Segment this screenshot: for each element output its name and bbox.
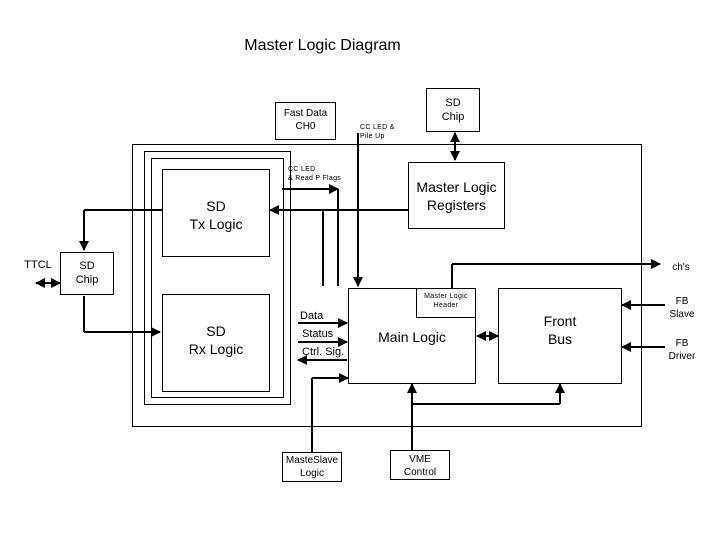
- sd-chip-top-label: SD Chip: [441, 97, 465, 123]
- sd-chip-left-label: SD Chip: [75, 260, 99, 286]
- fb-slave-label: FB Slave: [669, 296, 695, 320]
- master-logic-registers-label: Master Logic Registers: [416, 179, 497, 213]
- front-bus-label: Front Bus: [543, 313, 577, 347]
- fast-data-ch0-box: Fast Data CH0: [275, 102, 336, 140]
- master-logic-header-box: Master Logic Header: [416, 288, 476, 318]
- cc-led-pileup-label: CC LED & Pile Up: [360, 124, 395, 140]
- maste-slave-logic-box: MasteSlave Logic: [282, 452, 342, 482]
- vme-control-label: VME Control: [403, 454, 437, 478]
- chs-label: ch's: [672, 262, 690, 273]
- data-label: Data: [300, 310, 324, 322]
- sd-tx-logic-label: SD Tx Logic: [189, 198, 243, 232]
- ctrl-sig-label: Ctrl. Sig.: [302, 346, 345, 358]
- cc-led-flags-label: CC LED & Read P Flags: [288, 166, 342, 182]
- front-bus-box: Front Bus: [498, 288, 622, 384]
- maste-slave-logic-label: MasteSlave Logic: [285, 455, 339, 479]
- sd-rx-logic-label: SD Rx Logic: [188, 323, 244, 357]
- page-title: Master Logic Diagram: [244, 37, 401, 54]
- master-logic-header-label: Master Logic Header: [424, 293, 468, 309]
- fast-data-label: Fast Data CH0: [283, 108, 328, 132]
- sd-chip-left-box: SD Chip: [60, 252, 114, 295]
- sd-chip-top-box: SD Chip: [426, 88, 480, 132]
- status-label: Status: [302, 328, 334, 340]
- ttcl-label: TTCL: [24, 259, 52, 271]
- sd-rx-logic-box: SD Rx Logic: [162, 294, 270, 392]
- vme-control-box: VME Control: [390, 450, 450, 480]
- master-logic-registers-box: Master Logic Registers: [408, 162, 505, 229]
- fb-driver-label: FB Driver: [668, 338, 696, 362]
- sd-tx-logic-box: SD Tx Logic: [162, 169, 270, 257]
- main-logic-label: Main Logic: [378, 329, 446, 345]
